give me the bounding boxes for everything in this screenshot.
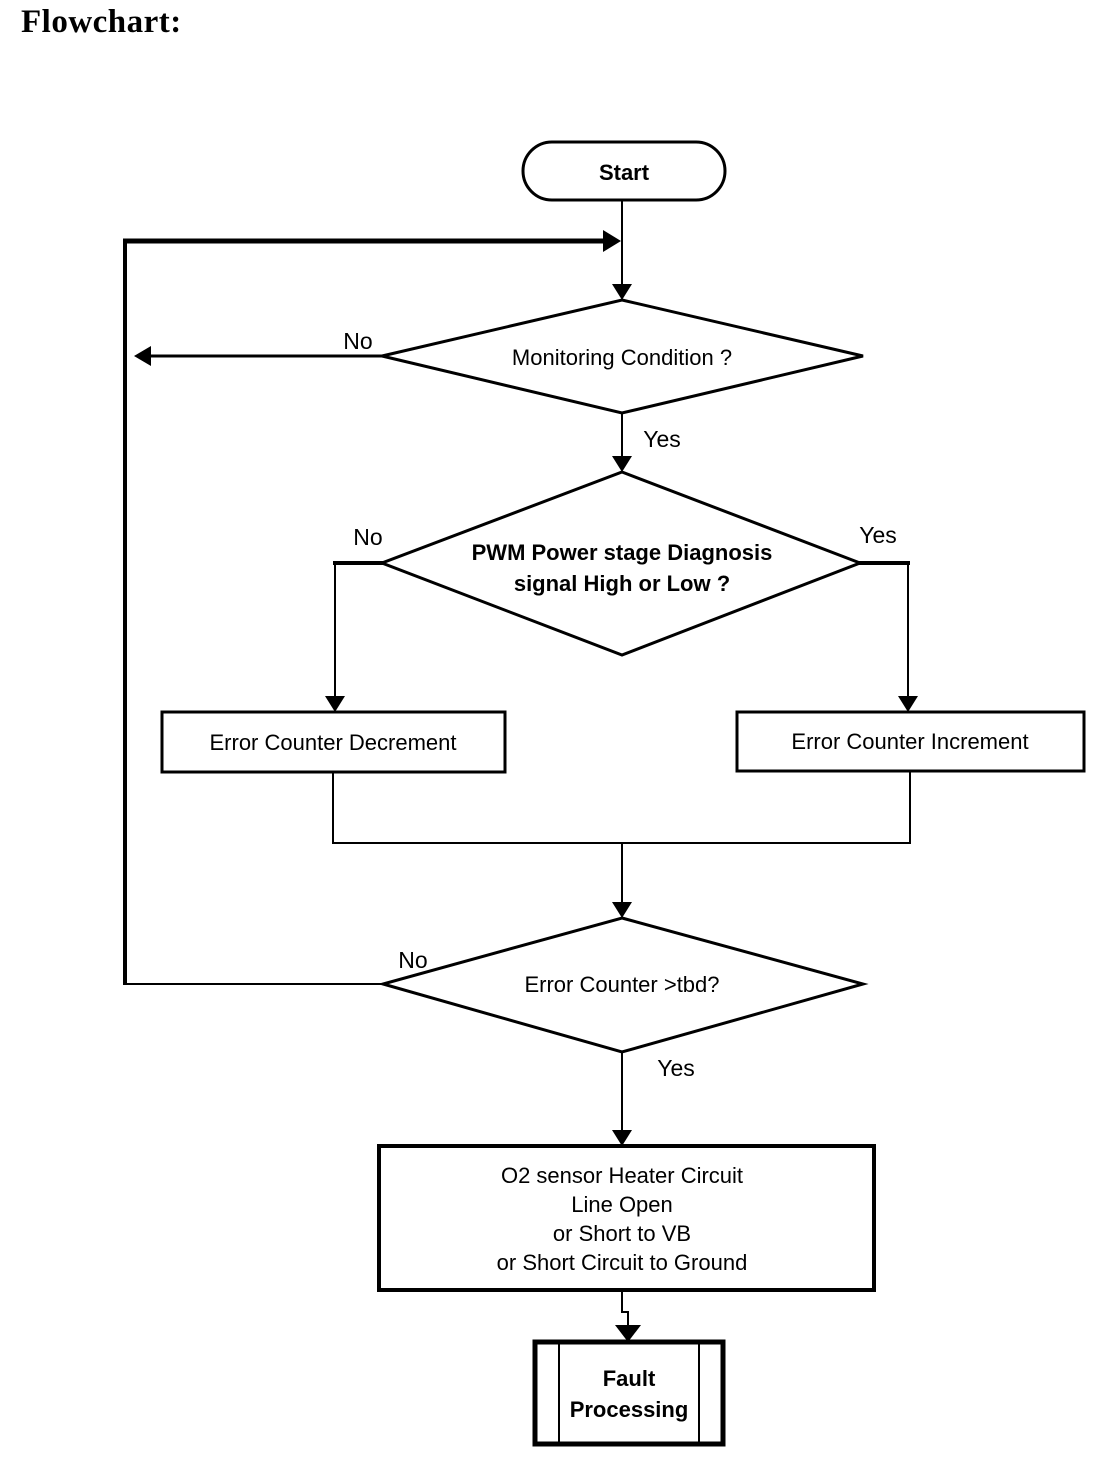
monitoring-yes-label: Yes xyxy=(643,426,681,452)
edge-loop-return xyxy=(123,230,621,985)
arrowhead-down-increment xyxy=(898,696,918,712)
edge-start-to-monitoring xyxy=(612,200,632,300)
page-title: Flowchart: xyxy=(21,4,182,40)
o2-fault-line1: O2 sensor Heater Circuit xyxy=(501,1163,743,1188)
threshold-no-label: No xyxy=(398,947,427,973)
node-pwm-diagnosis: PWM Power stage Diagnosis signal High or… xyxy=(377,470,865,657)
edge-monitoring-no: No xyxy=(134,328,382,366)
node-fault-processing: Fault Processing xyxy=(532,1339,726,1447)
arrowhead-left-monitoring-no xyxy=(134,346,151,366)
edge-pwm-no: No xyxy=(325,524,383,712)
arrowhead-down-monitoring xyxy=(612,284,632,300)
arrowhead-right-loop xyxy=(603,230,621,252)
fault-processing-shape xyxy=(532,1339,726,1447)
edge-threshold-no: No xyxy=(123,947,428,985)
node-start: Start xyxy=(521,140,727,202)
pwm-decision-shape xyxy=(377,470,865,657)
arrowhead-down-decrement xyxy=(325,696,345,712)
decrement-label: Error Counter Decrement xyxy=(210,730,457,755)
o2-fault-line2: Line Open xyxy=(571,1192,673,1217)
arrowhead-down-fault-processing xyxy=(615,1325,641,1342)
node-error-counter-threshold: Error Counter >tbd? xyxy=(377,916,869,1054)
fault-connector-line xyxy=(621,1290,629,1328)
edge-pwm-yes: Yes xyxy=(859,522,918,712)
edge-counters-to-threshold xyxy=(332,771,911,918)
arrowhead-down-threshold xyxy=(612,902,632,918)
pwm-no-label: No xyxy=(353,524,382,550)
threshold-label: Error Counter >tbd? xyxy=(524,972,719,997)
node-error-counter-increment: Error Counter Increment xyxy=(735,710,1086,773)
arrowhead-down-pwm xyxy=(612,456,632,472)
pwm-yes-label: Yes xyxy=(859,522,897,548)
edge-monitoring-yes: Yes xyxy=(612,413,681,472)
start-terminator-shape xyxy=(521,140,727,202)
fault-processing-line2: Processing xyxy=(570,1397,689,1422)
edge-threshold-yes: Yes xyxy=(612,1052,695,1146)
node-monitoring-condition: Monitoring Condition ? xyxy=(381,298,864,415)
start-label: Start xyxy=(599,160,650,185)
arrowhead-down-o2box xyxy=(612,1130,632,1146)
fault-processing-line1: Fault xyxy=(603,1366,656,1391)
monitoring-no-label: No xyxy=(343,328,372,354)
pwm-label-line1: PWM Power stage Diagnosis xyxy=(472,540,773,565)
monitoring-label: Monitoring Condition ? xyxy=(512,345,732,370)
edge-o2box-to-fault-processing xyxy=(615,1290,641,1342)
o2-fault-process-shape xyxy=(377,1144,876,1292)
node-o2-heater-fault: O2 sensor Heater Circuit Line Open or Sh… xyxy=(377,1144,876,1292)
increment-label: Error Counter Increment xyxy=(791,729,1028,754)
node-error-counter-decrement: Error Counter Decrement xyxy=(160,710,507,774)
o2-fault-line3: or Short to VB xyxy=(553,1221,691,1246)
pwm-label-line2: signal High or Low ? xyxy=(514,571,730,596)
threshold-yes-label: Yes xyxy=(657,1055,695,1081)
o2-fault-line4: or Short Circuit to Ground xyxy=(497,1250,748,1275)
increment-process-shape xyxy=(735,710,1086,773)
